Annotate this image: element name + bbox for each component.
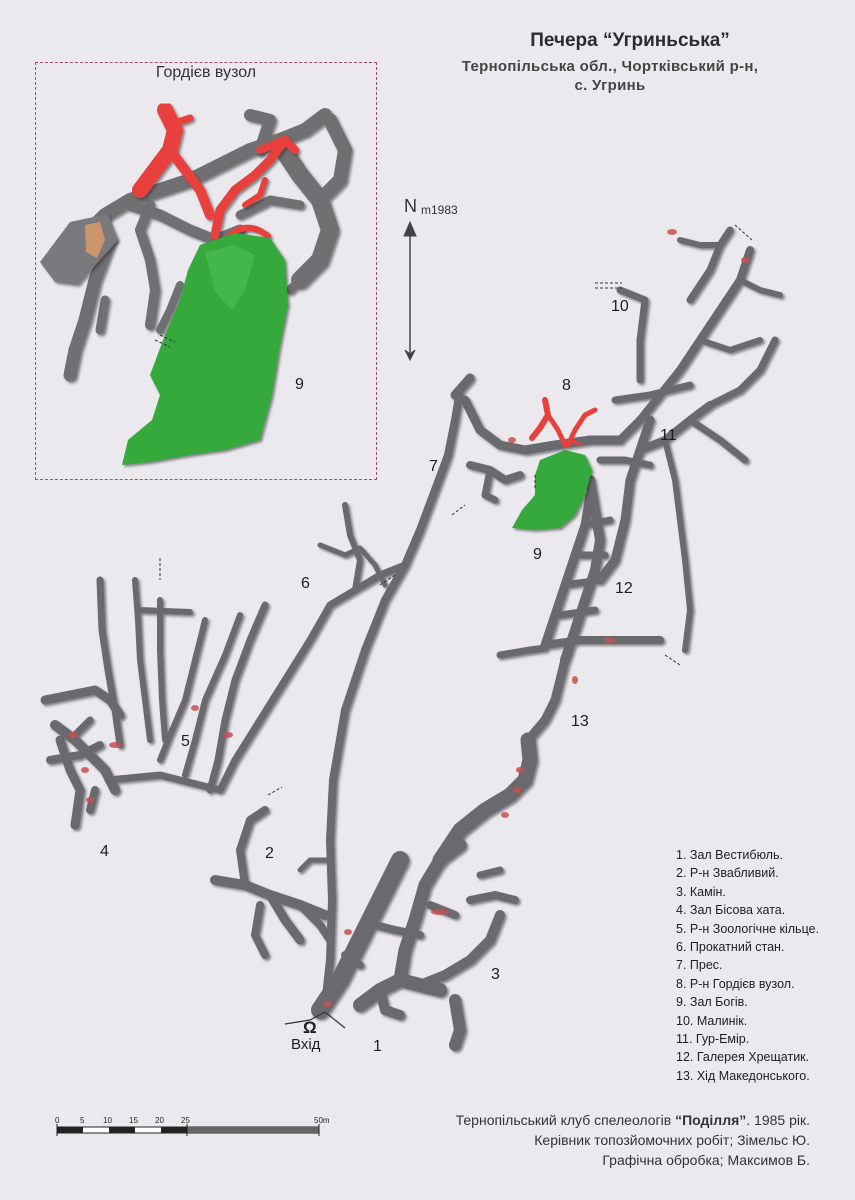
credits-line-3: Графічна обробка; Максимов Б.	[602, 1152, 810, 1168]
passage-continuation-marks	[154, 224, 753, 796]
credits-line-2: Керівник топозйомочних робіт; Зімельс Ю.	[534, 1132, 810, 1148]
map-number-5: 5	[181, 733, 190, 750]
inset-red-gordian-knot	[132, 102, 299, 240]
map-number-13: 13	[571, 713, 589, 730]
map-subtitle-region: Тернопільська обл., Чортківський р-н,	[461, 58, 759, 75]
credits-line-1: Тернопільський клуб спелеологів “Поділля…	[420, 1110, 810, 1130]
credits: Тернопільський клуб спелеологів “Поділля…	[420, 1110, 810, 1170]
map-number-7: 7	[429, 458, 438, 475]
inset-label-9: 9	[295, 376, 304, 393]
inset-frame	[35, 62, 377, 480]
legend-item-1: 1. Зал Вестибюль.	[676, 848, 783, 862]
map-number-2: 2	[265, 845, 274, 862]
map-number-9: 9	[533, 546, 542, 563]
legend-item-12: 12. Галерея Хрещатик.	[676, 1050, 810, 1065]
inset-orange-spot	[85, 222, 105, 258]
legend-item-13: 13. Хід Македонського.	[676, 1068, 810, 1083]
map-number-8: 8	[562, 377, 571, 394]
main-passages	[40, 226, 783, 1051]
inset-west-chamber	[40, 214, 118, 285]
legend-item-8: 8. Р-н Гордієв вузол.	[676, 976, 795, 991]
entrance-label: Вхід	[291, 1036, 321, 1053]
scale-tick-0: 0	[55, 1116, 60, 1125]
legend-item-3: 3. Камін.	[676, 884, 726, 899]
red-gordian-knot-main	[529, 397, 598, 448]
entrance-line	[284, 1011, 346, 1029]
map-number-12: 12	[615, 580, 633, 597]
survey-year-label: m1983	[421, 203, 458, 217]
legend-item-10: 10. Малинік.	[676, 1013, 748, 1028]
scale-tick-20: 20	[155, 1116, 164, 1125]
map-number-6: 6	[301, 575, 310, 592]
map-number-1: 1	[373, 1038, 382, 1055]
legend-item-6: 6. Прокатний стан.	[676, 940, 785, 955]
legend-item-5: 5. Р-н Зоологічне кільце.	[676, 921, 820, 936]
legend-item-11: 11. Гур-Емір.	[676, 1032, 750, 1047]
green-hall-gods	[512, 450, 592, 530]
legend-item-7: 7. Прес.	[676, 958, 723, 973]
credits-year: . 1985 рік.	[746, 1112, 810, 1128]
north-arrow	[403, 220, 417, 362]
credits-club-name: “Поділля”	[675, 1112, 747, 1128]
scale-tick-50m: 50m	[314, 1116, 330, 1125]
scale-tick-5: 5	[80, 1116, 85, 1125]
scale-tick-10: 10	[103, 1116, 112, 1125]
map-number-10: 10	[611, 298, 629, 315]
scale-tick-15: 15	[129, 1116, 138, 1125]
entrance-icon: Ω	[303, 1018, 317, 1037]
legend-item-4: 4. Зал Бісова хата.	[676, 903, 786, 918]
credits-club-prefix: Тернопільський клуб спелеологів	[455, 1112, 676, 1128]
legend-item-9: 9. Зал Богів.	[676, 995, 748, 1010]
scale-tick-25: 25	[181, 1116, 190, 1125]
red-spots	[68, 229, 749, 1007]
inset-title: Гордієв вузол	[155, 64, 257, 81]
map-title: Печера “Угриньська”	[530, 30, 730, 51]
map-subtitle-village: с. Угринь	[574, 77, 646, 94]
scale-bar	[56, 1124, 320, 1136]
map-number-3: 3	[491, 966, 500, 983]
map-number-11: 11	[660, 427, 677, 444]
map-number-4: 4	[100, 843, 109, 860]
legend: 1. Зал Вестибюль. 2. Р-н Звабливий. 3. К…	[676, 846, 819, 1085]
inset-green-hall-gods	[122, 233, 288, 465]
legend-item-2: 2. Р-н Звабливий.	[676, 866, 779, 881]
north-label: N	[404, 196, 417, 216]
inset-green-highlight	[205, 245, 255, 310]
